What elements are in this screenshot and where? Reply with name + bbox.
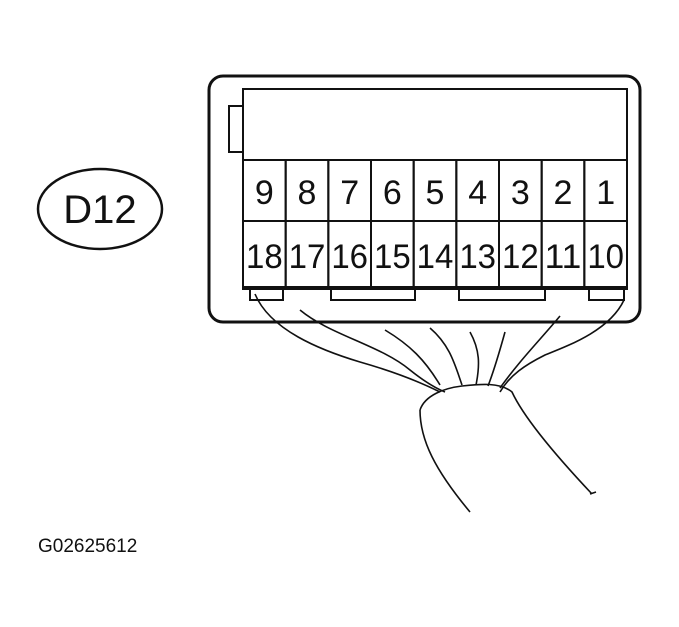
- wire-mid-3: [469, 331, 480, 386]
- pin-number-2: 2: [554, 174, 573, 212]
- bottom-tab-left: [249, 289, 284, 301]
- bottom-tab-right: [588, 289, 625, 301]
- pin-number-15: 15: [374, 238, 411, 276]
- pin-number-1: 1: [596, 174, 615, 212]
- wire-left-inner: [299, 309, 446, 393]
- wire-mid-4: [487, 331, 506, 387]
- pin-number-7: 7: [340, 174, 359, 212]
- connector-id-oval: [36, 167, 164, 251]
- pin-number-4: 4: [468, 174, 487, 212]
- pin-number-10: 10: [587, 238, 624, 276]
- pin-number-5: 5: [426, 174, 445, 212]
- bottom-tab-middle: [330, 289, 416, 301]
- bottom-tab-center-right: [458, 289, 546, 301]
- pin-number-17: 17: [289, 238, 326, 276]
- pin-number-9: 9: [255, 174, 274, 212]
- figure-code: G02625612: [38, 536, 137, 557]
- connector-id-text: D12: [63, 188, 136, 232]
- wire-right-inner: [499, 315, 561, 389]
- pin-number-16: 16: [331, 238, 368, 276]
- pin-number-8: 8: [298, 174, 317, 212]
- harness-sheath-right-stub: [589, 491, 597, 495]
- pin-number-11: 11: [545, 238, 582, 276]
- pin-number-18: 18: [246, 238, 283, 276]
- wire-mid-1: [384, 329, 441, 386]
- wire-right-outer: [499, 299, 625, 393]
- housing-outline: [207, 74, 642, 324]
- harness-sheath-left-edge: [419, 409, 471, 513]
- pin-number-13: 13: [459, 238, 496, 276]
- wire-harness: [254, 293, 625, 513]
- pin-number-12: 12: [502, 238, 539, 276]
- connector-id-callout: D12: [36, 167, 164, 251]
- pin-row-bottom-cell-10: [583, 220, 628, 288]
- housing-latch-tab: [228, 105, 244, 153]
- harness-sheath-outline: [419, 383, 593, 495]
- pin-number-3: 3: [511, 174, 530, 212]
- wire-left-outer: [254, 293, 441, 393]
- wire-mid-2: [429, 327, 463, 386]
- pin-number-6: 6: [383, 174, 402, 212]
- pin-number-14: 14: [417, 238, 454, 276]
